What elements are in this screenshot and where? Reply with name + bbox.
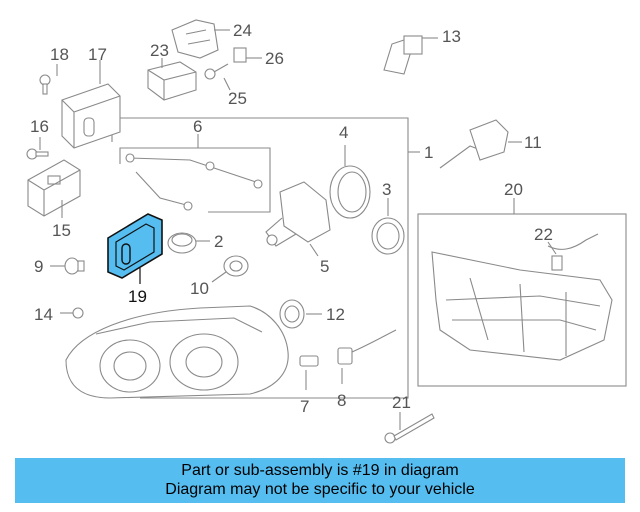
caption-line-1: Part or sub-assembly is #19 in diagram xyxy=(181,462,459,479)
callout-25: 25 xyxy=(228,89,247,108)
callout-16: 16 xyxy=(30,117,49,136)
callout-21: 21 xyxy=(392,393,411,412)
callout-20: 20 xyxy=(504,180,523,199)
callout-26: 26 xyxy=(265,49,284,68)
part-16-screw xyxy=(26,137,49,160)
part-3-seal xyxy=(371,198,405,255)
callout-18: 18 xyxy=(50,45,69,64)
callout-19-highlighted: 19 xyxy=(128,287,147,306)
part-4-trim-ring xyxy=(329,145,371,219)
part-12-socket xyxy=(279,299,322,329)
part-20-assembly-box xyxy=(417,198,627,387)
callout-10: 10 xyxy=(190,279,209,298)
part-26-clip xyxy=(233,47,262,63)
part-24-bracket xyxy=(171,19,230,59)
callout-5: 5 xyxy=(320,257,329,276)
part-11-xenon-bulb xyxy=(439,119,522,169)
callout-2: 2 xyxy=(214,232,223,251)
callout-11: 11 xyxy=(524,133,542,152)
headlamp-housing xyxy=(65,305,289,399)
callout-12: 12 xyxy=(326,305,345,324)
part-18-screw xyxy=(39,64,58,95)
part-8-wire-harness xyxy=(337,329,397,384)
callout-1: 1 xyxy=(424,143,433,162)
part-15-igniter xyxy=(27,159,81,218)
part-13-bulb xyxy=(383,35,438,75)
part-2-cap xyxy=(167,232,210,254)
callout-15: 15 xyxy=(52,221,71,240)
callout-14: 14 xyxy=(34,305,53,324)
part-14-plug xyxy=(60,307,84,319)
callout-4: 4 xyxy=(339,123,348,142)
part-25-screw xyxy=(204,63,231,91)
part-5-leveling-motor xyxy=(265,181,331,257)
part-19-gasket-highlighted xyxy=(107,213,163,284)
part-6-leveling-linkage xyxy=(119,134,271,213)
part-17-control-module xyxy=(61,60,121,149)
callout-24: 24 xyxy=(233,21,252,40)
callout-17: 17 xyxy=(88,45,107,64)
callout-22: 22 xyxy=(534,225,553,244)
callout-7: 7 xyxy=(300,397,309,416)
part-7-bulb xyxy=(299,355,319,390)
part-10-socket xyxy=(211,255,249,283)
callout-23: 23 xyxy=(150,41,169,60)
callout-3: 3 xyxy=(382,180,391,199)
part-21-bolt xyxy=(384,412,435,444)
part-23-module xyxy=(147,58,197,101)
caption-banner: Part or sub-assembly is #19 in diagram D… xyxy=(15,458,625,503)
callout-6: 6 xyxy=(193,117,202,136)
part-9-bulb xyxy=(50,257,85,275)
callout-9: 9 xyxy=(34,257,43,276)
callout-13: 13 xyxy=(442,27,461,46)
callout-8: 8 xyxy=(337,391,346,410)
caption-line-2: Diagram may not be specific to your vehi… xyxy=(165,481,475,498)
